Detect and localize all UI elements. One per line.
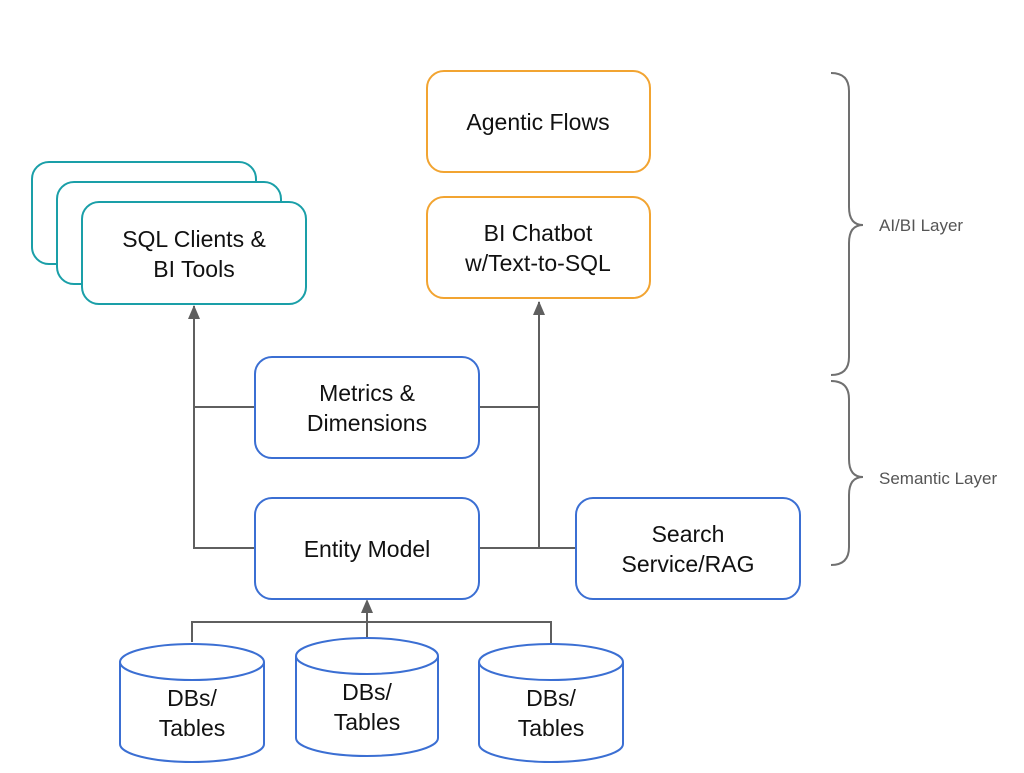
metrics-dimensions-box	[254, 356, 480, 459]
arrow-head-chatbot	[533, 301, 545, 315]
connector-entity-to-sql-clients	[193, 306, 255, 549]
bi-chatbot-node: BI Chatbot w/Text-to-SQL	[426, 196, 651, 299]
entity-model-label: Entity Model	[304, 536, 431, 562]
bi-chatbot-box	[426, 196, 651, 299]
db-cylinder-2-top	[295, 637, 439, 675]
metrics-label-line-2: Dimensions	[307, 410, 427, 436]
agentic-flows-label: Agentic Flows	[466, 109, 609, 135]
semantic-layer-label: Semantic Layer	[879, 469, 997, 488]
db-2-label-line-2: Tables	[334, 709, 400, 735]
db-cylinder-2-body	[295, 656, 439, 757]
bi-chatbot-label-line-1: BI Chatbot	[484, 220, 593, 246]
arrow-head-entity-model	[361, 599, 373, 613]
sql-clients-card-front	[81, 201, 307, 305]
entity-model-box	[254, 497, 480, 600]
agentic-flows-node: Agentic Flows	[426, 70, 651, 173]
sql-clients-label-line-2: BI Tools	[153, 256, 234, 282]
connector-dbs-bus	[191, 621, 552, 647]
search-service-node: Search Service/RAG	[575, 497, 801, 600]
search-service-label-line-1: Search	[652, 521, 725, 547]
db-1-label-line-1: DBs/	[167, 685, 217, 711]
metrics-dimensions-node: Metrics & Dimensions	[254, 356, 480, 459]
connectors	[188, 301, 576, 647]
db-cylinder-1-body	[119, 662, 265, 763]
db-cylinder-2: DBs/ Tables	[295, 637, 439, 757]
entity-model-node: Entity Model	[254, 497, 480, 600]
semantic-layer-brace: Semantic Layer	[830, 380, 997, 566]
metrics-label-line-1: Metrics &	[319, 380, 415, 406]
ai-bi-layer-brace: AI/BI Layer	[830, 72, 963, 376]
agentic-flows-box	[426, 70, 651, 173]
db-cylinder-1: DBs/ Tables	[119, 643, 265, 763]
db-3-label-line-1: DBs/	[526, 685, 576, 711]
sql-clients-label-line-1: SQL Clients &	[122, 226, 266, 252]
db-cylinder-3-top	[478, 643, 624, 681]
db-3-label-line-2: Tables	[518, 715, 584, 741]
ai-bi-layer-label: AI/BI Layer	[879, 216, 963, 235]
ai-bi-layer-brace-shape	[830, 72, 864, 376]
semantic-layer-brace-shape	[830, 380, 864, 566]
search-service-label-line-2: Service/RAG	[622, 551, 755, 577]
db-1-label-line-2: Tables	[159, 715, 225, 741]
bi-chatbot-label-line-2: w/Text-to-SQL	[464, 250, 611, 276]
db-2-label-line-1: DBs/	[342, 679, 392, 705]
sql-clients-stack: SQL Clients & BI Tools	[31, 161, 307, 305]
connector-entity-to-chatbot	[479, 302, 540, 549]
db-cylinder-3-body	[478, 662, 624, 763]
db-cylinder-3: DBs/ Tables	[478, 643, 624, 763]
db-cylinder-1-top	[119, 643, 265, 681]
search-service-box	[575, 497, 801, 600]
arrow-head-sql-clients	[188, 305, 200, 319]
